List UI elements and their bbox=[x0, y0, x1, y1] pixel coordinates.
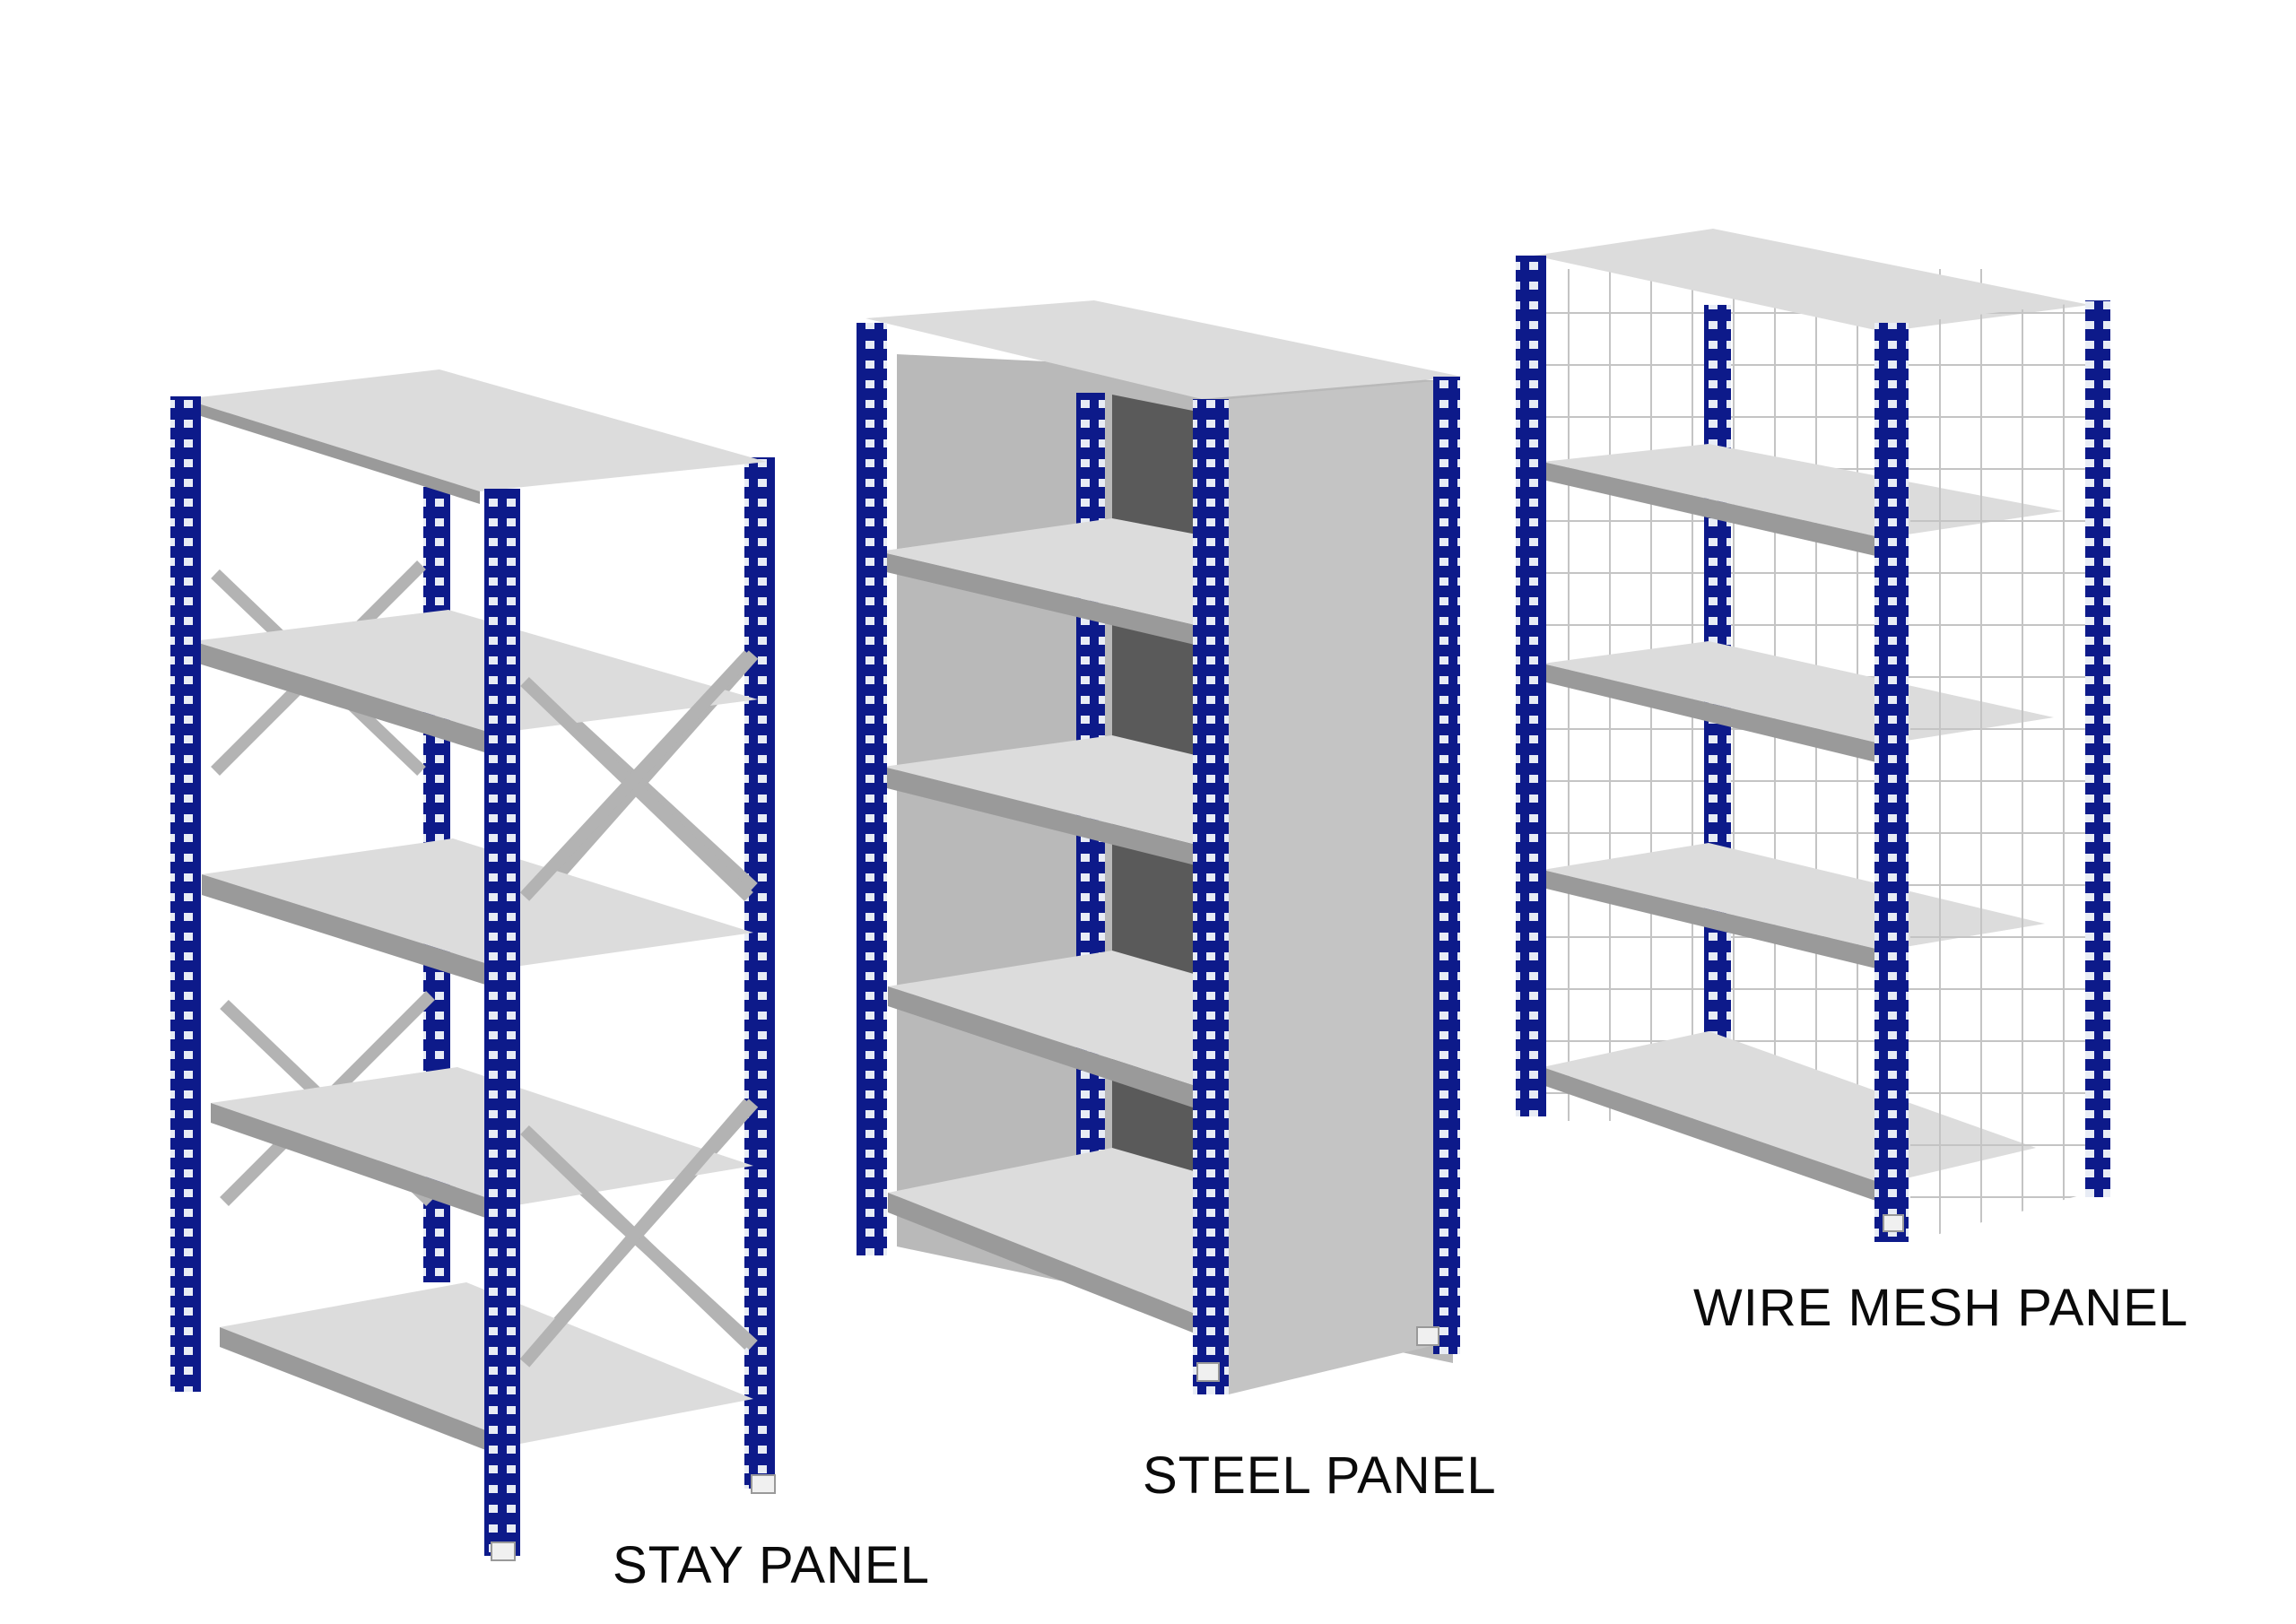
mesh-side-panel bbox=[1910, 300, 2099, 1242]
wire-mesh-panel-caption: WIRE MESH PANEL bbox=[1693, 1279, 2189, 1337]
steel-side-panel bbox=[1229, 381, 1435, 1394]
upright-back-right bbox=[744, 457, 775, 1489]
upright-front-left bbox=[857, 323, 887, 1255]
wire-mesh-panel-rack-icon bbox=[1516, 229, 2110, 1242]
upright-front-right bbox=[1193, 399, 1229, 1394]
upright-front-left bbox=[170, 396, 201, 1392]
upright-front-left bbox=[1516, 256, 1546, 1116]
upright-rear-right bbox=[2085, 300, 2110, 1197]
stay-panel-caption: STAY PANEL bbox=[613, 1536, 930, 1594]
stay-shelves bbox=[184, 369, 767, 1463]
stay-panel-rack-icon bbox=[170, 369, 776, 1561]
steel-panel-rack-icon bbox=[857, 300, 1462, 1394]
upright-rear-right bbox=[1433, 377, 1460, 1354]
upright-front-right bbox=[1874, 323, 1909, 1242]
upright-front-right bbox=[484, 489, 520, 1556]
stay-braces-front bbox=[519, 650, 754, 1368]
steel-shelves bbox=[865, 300, 1462, 1338]
steel-panel-caption: STEEL PANEL bbox=[1143, 1446, 1497, 1505]
